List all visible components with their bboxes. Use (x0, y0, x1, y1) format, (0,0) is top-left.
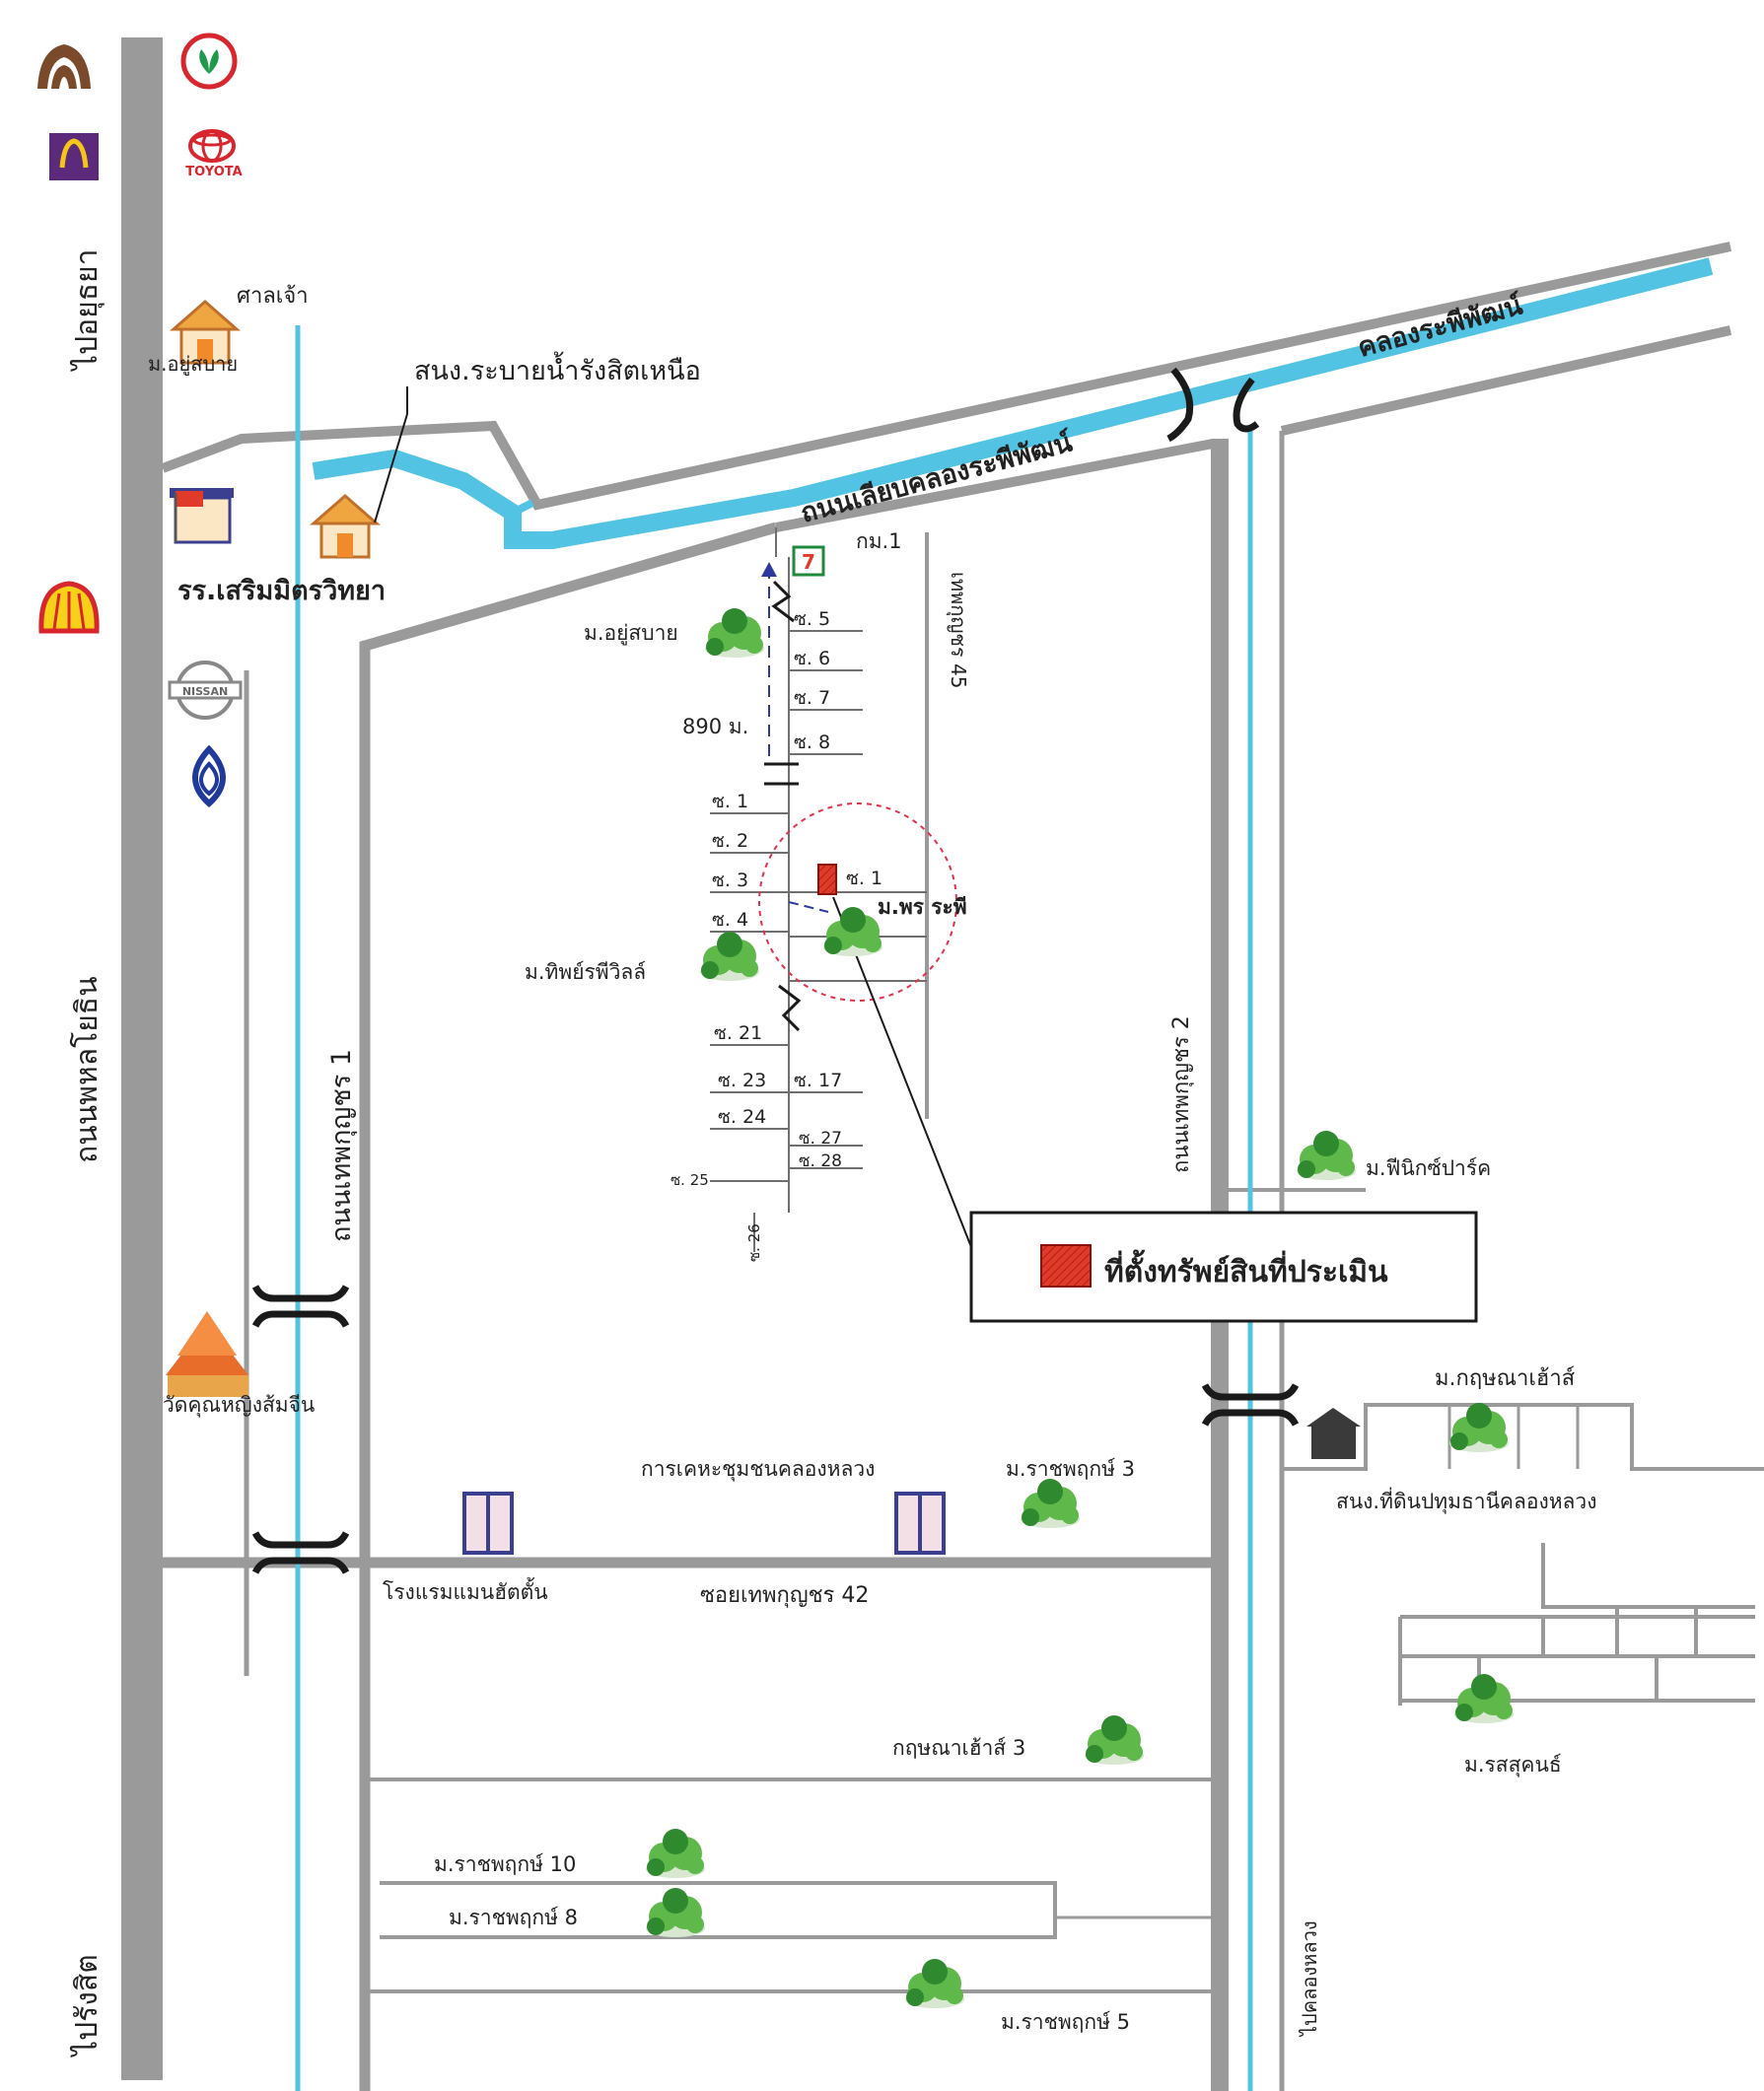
lower-soi-2 (380, 1881, 1057, 1939)
tree-icon (646, 1888, 705, 1937)
soi-label: ซ. 23 (718, 1070, 766, 1091)
community-building-icon (462, 1492, 514, 1555)
soi-label: ซ. 24 (718, 1106, 766, 1128)
shell-logo-icon (38, 581, 100, 634)
khlong-raphiphat-canal (312, 257, 1714, 549)
tree-icon (823, 907, 882, 956)
bangkok-bank-logo-icon (192, 744, 226, 808)
soi-label: ซ. 3 (712, 870, 748, 891)
bank-ayudhya-logo-icon (49, 133, 99, 180)
ratchaphruek-3-label: ม.ราชพฤกษ์ 3 (1006, 1457, 1135, 1481)
tree-icon (705, 608, 764, 658)
thep-kunchon-1-road (359, 522, 778, 2091)
tippawi-label: ม.ทิพย์รพีวิลล์ (525, 960, 646, 984)
thep-kunchon-2-label: ถนนเทพกุญชร 2 (1169, 1015, 1194, 1173)
liap-khlong-road-east (1280, 325, 1732, 436)
kasikorn-logo-icon (180, 33, 238, 90)
soi-labels: ซ. 5 ซ. 6 ซ. 7 ซ. 8 ซ. 1 ซ. 2 ซ. 3 ซ. 4 … (670, 608, 882, 1262)
soi-label: ซ. 25 (670, 1171, 709, 1189)
tree-icon (1021, 1479, 1080, 1528)
san-chao-label: ศาลเจ้า (237, 284, 309, 309)
land-office-icon (1306, 1408, 1361, 1459)
yu-sabai-top-label: ม.อยู่สบาย (148, 352, 238, 377)
nissan-logo-text: NISSAN (182, 685, 228, 698)
soi-label: ซ. 7 (794, 687, 830, 709)
bridge-north-icon (255, 1287, 346, 1326)
svg-text:7: 7 (802, 550, 815, 574)
legend-label: ที่ตั้งทรัพย์สินที่ประเมิน (1104, 1249, 1388, 1289)
drainage-station-icon (312, 494, 379, 559)
soi-label: ซ. 17 (794, 1070, 842, 1091)
school-label: รร.เสริมมิตรวิทยา (177, 576, 386, 606)
rotsukon-grid (1398, 1543, 1755, 1706)
soi-label: ซ. 28 (799, 1151, 842, 1171)
wat-label: วัดคุณหญิงส้มจีน (163, 1393, 315, 1418)
to-rangsit-label: ไปรังสิต (69, 1954, 105, 2057)
tree-icon (646, 1829, 705, 1878)
break-mark (771, 580, 795, 623)
soi-label: ซ. 26 (745, 1223, 763, 1262)
kritsana-label: ม.กฤษณาเฮ้าส์ (1435, 1366, 1576, 1391)
to-ayutthaya-label: ไปอยุธยา (69, 249, 106, 372)
ratchaphruek-8-label: ม.ราชพฤกษ์ 8 (449, 1906, 578, 1929)
soi-label: ซ. 1 (846, 868, 882, 889)
soi-label: ซ. 4 (712, 909, 748, 931)
hotel-label: โรงแรมแมนฮัตตั้น (383, 1577, 548, 1604)
land-office-road (1282, 1403, 1764, 1471)
soi-label: ซ. 8 (794, 732, 830, 753)
km1-label: กม.1 (856, 529, 902, 553)
phahonyothin-label: ถนนพหลโยธิน (69, 976, 105, 1163)
soi-network (710, 527, 927, 1252)
thep-kunchon-45-label: เทพกุญชร 45 (946, 572, 970, 688)
legend-swatch (1040, 1244, 1092, 1288)
to-khlong-luang-label: ไปคลองหลวง (1298, 1920, 1321, 2038)
soi-thep-kunchon-42-label: ซอยเทพกุญชร 42 (700, 1583, 869, 1608)
ratchaphruek-5-label: ม.ราชพฤกษ์ 5 (1001, 2010, 1130, 2034)
yu-sabai-label: ม.อยู่สบาย (584, 621, 678, 646)
tree-icon (1454, 1674, 1514, 1723)
phahonyothin-road (121, 37, 163, 2080)
tree-icon (905, 1959, 964, 2008)
scb-logo-icon (37, 44, 91, 89)
rotsukon-label: ม.รสสุคนธ์ (1464, 1753, 1562, 1777)
bridge-canal-icon (1166, 367, 1260, 443)
tree-icon (1297, 1131, 1356, 1180)
seven-eleven-icon: 7 (792, 545, 825, 577)
phon-raphi-label: ม.พร ระพี (878, 895, 967, 919)
tree-icon (1449, 1403, 1509, 1452)
legend-box: ที่ตั้งทรัพย์สินที่ประเมิน (969, 1211, 1478, 1323)
toyota-logo-text: TOYOTA (185, 165, 242, 179)
distance-label: 890 ม. (682, 715, 748, 738)
tree-icon (1085, 1715, 1144, 1765)
kritsana-3-label: กฤษณาเฮ้าส์ 3 (892, 1736, 1025, 1760)
liap-khlong-road-north (161, 242, 1732, 511)
soi-label: ซ. 6 (794, 648, 830, 669)
wat-icon (166, 1311, 248, 1397)
nissan-logo-icon: NISSAN (168, 661, 243, 720)
thep-kunchon-1-label: ถนนเทพกุญชร 1 (326, 1049, 358, 1242)
soi-label: ซ. 2 (712, 830, 748, 852)
land-office-label: สนง.ที่ดินปทุมธานีคลองหลวง (1336, 1487, 1596, 1514)
toyota-logo-icon: TOYOTA (185, 129, 243, 179)
community-housing-label: การเคหะชุมชนคลองหลวง (641, 1457, 875, 1482)
khlong-raphiphat-label: คลองระพีพัฒน์ (1355, 289, 1526, 363)
soi-label: ซ. 1 (712, 791, 748, 812)
hotel-building-icon (894, 1492, 946, 1555)
liap-khlong-road-south (775, 439, 1214, 532)
soi-label: ซ. 27 (799, 1129, 842, 1149)
drainage-station-label: สนง.ระบายน้ำรังสิตเหนือ (414, 351, 701, 386)
property-circle (758, 802, 957, 1002)
phoenix-label: ม.ฟีนิกซ์ปาร์ค (1366, 1156, 1491, 1180)
property-marker (817, 864, 837, 895)
school-icon (170, 488, 234, 544)
soi-label: ซ. 21 (714, 1022, 762, 1044)
soi-label: ซ. 5 (794, 608, 830, 630)
tree-icon (700, 932, 759, 981)
ratchaphruek-10-label: ม.ราชพฤกษ์ 10 (434, 1852, 576, 1876)
